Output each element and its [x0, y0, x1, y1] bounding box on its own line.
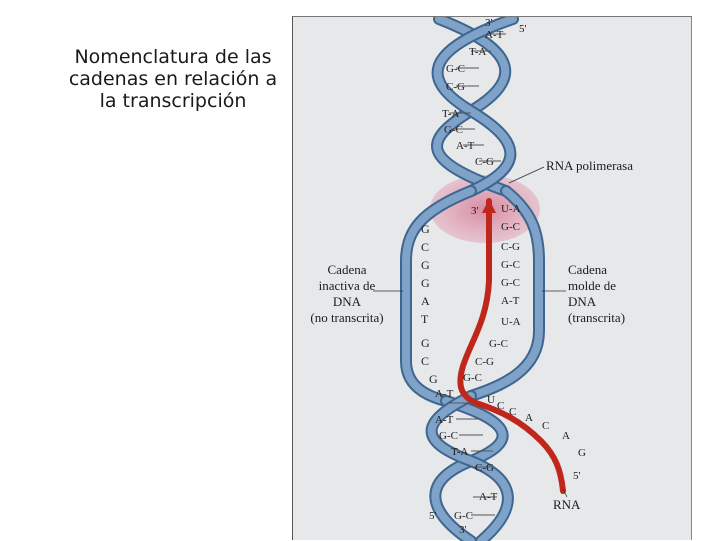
- template-pair-10: G-C: [463, 372, 482, 384]
- rna-tail-base-2: C: [497, 400, 504, 412]
- prime-rna-end: 5': [573, 470, 581, 482]
- prime-top-right: 5': [519, 23, 527, 35]
- rna-label: RNA: [553, 497, 581, 512]
- template-pair-1: U-A: [501, 203, 521, 215]
- top-pair-7: A-T: [456, 140, 475, 152]
- title-line-3: la transcripción: [62, 90, 284, 112]
- inactive-base-2: C: [421, 240, 429, 254]
- inactive-base-5: A: [421, 294, 430, 308]
- polymerase-leader: [509, 167, 544, 183]
- template-pair-9: C-G: [475, 356, 494, 368]
- rna-tail-base-7: G: [578, 447, 586, 459]
- prime-bottom-left: 5': [429, 510, 437, 522]
- top-pair-8: C-G: [475, 156, 494, 168]
- bottom-pair-3: T-A: [451, 446, 468, 458]
- slide-title: Nomenclatura de las cadenas en relación …: [62, 46, 284, 112]
- rna-tail-base-1: U: [487, 394, 495, 406]
- bottom-pair-1: A-T: [435, 414, 454, 426]
- bottom-pair-4: C-G: [475, 462, 494, 474]
- inactive-base-7: G: [421, 336, 430, 350]
- top-pair-3: G-C: [446, 63, 465, 75]
- inactive-base-9: G: [429, 372, 438, 386]
- bottom-pair-5: A-T: [479, 491, 498, 503]
- inactive-base-6: T: [421, 312, 429, 326]
- template-pair-3: C-G: [501, 241, 520, 253]
- bottom-pair-2: G-C: [439, 430, 458, 442]
- template-pair-5: G-C: [501, 277, 520, 289]
- top-pair-6: G-C: [444, 124, 463, 136]
- prime-bottom-right: 3': [459, 524, 467, 536]
- bubble-end-pair: A-T: [435, 388, 454, 400]
- template-label-line-4: (transcrita): [568, 310, 625, 325]
- template-strand-label: Cadena molde de DNA (transcrita): [568, 262, 625, 325]
- inactive-strand-label: Cadena inactiva de DNA (no transcrita): [310, 262, 383, 325]
- inactive-label-line-2: inactiva de: [319, 278, 376, 293]
- inactive-base-3: G: [421, 258, 430, 272]
- inactive-label-line-1: Cadena: [328, 262, 367, 277]
- top-pair-4: C-G: [446, 81, 465, 93]
- template-label-line-3: DNA: [568, 294, 597, 309]
- bottom-pair-6: G-C: [454, 510, 473, 522]
- inactive-base-1: G: [421, 222, 430, 236]
- inactive-strand-bases: G C G G A T G C G: [421, 222, 438, 386]
- rna-polymerase-label: RNA polimerasa: [546, 158, 633, 173]
- template-label-line-2: molde de: [568, 278, 616, 293]
- inactive-base-4: G: [421, 276, 430, 290]
- inactive-label-line-4: (no transcrita): [310, 310, 383, 325]
- rna-tail-base-6: A: [562, 430, 570, 442]
- dna-transcription-figure: A-T T-A G-C C-G T-A G-C A-T C-G G C G G …: [292, 16, 692, 540]
- rna-tail-base-5: C: [542, 420, 549, 432]
- prime-top-left: 3': [485, 17, 493, 29]
- top-pair-2: T-A: [469, 46, 486, 58]
- template-pair-6: A-T: [501, 295, 520, 307]
- inactive-base-8: C: [421, 354, 429, 368]
- rna-tail-base-3: C: [509, 406, 516, 418]
- title-line-1: Nomenclatura de las: [62, 46, 284, 68]
- template-pair-7: U-A: [501, 316, 521, 328]
- inactive-label-line-3: DNA: [333, 294, 362, 309]
- template-pair-4: G-C: [501, 259, 520, 271]
- template-pair-8: G-C: [489, 338, 508, 350]
- template-label-line-1: Cadena: [568, 262, 607, 277]
- prime-bubble: 3': [471, 205, 479, 217]
- template-pair-2: G-C: [501, 221, 520, 233]
- top-pair-1: A-T: [485, 29, 504, 41]
- title-line-2: cadenas en relación a: [62, 68, 284, 90]
- dna-diagram: A-T T-A G-C C-G T-A G-C A-T C-G G C G G …: [293, 17, 693, 541]
- rna-tail-base-4: A: [525, 412, 533, 424]
- top-pair-5: T-A: [442, 108, 459, 120]
